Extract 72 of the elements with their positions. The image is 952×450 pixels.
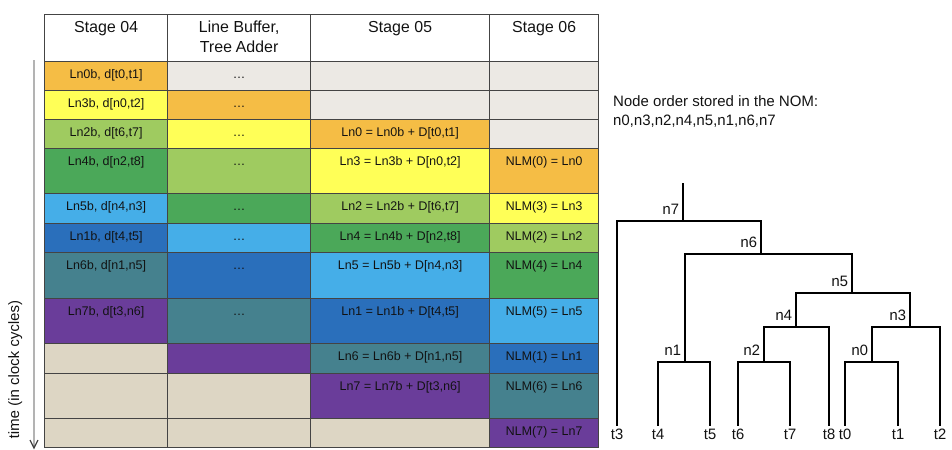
table-cell: … (168, 253, 311, 299)
table-cell: Ln3 = Ln3b + D[n0,t2] (311, 149, 490, 194)
leaf-label: t4 (649, 426, 667, 446)
table-cell: NLM(7) = Ln7 (490, 419, 599, 448)
node-label: n1 (659, 342, 685, 362)
table-cell: … (168, 299, 311, 344)
node-label: n0 (846, 342, 872, 362)
leaf-label: t2 (931, 426, 949, 446)
node-label: n7 (657, 201, 683, 221)
tree-branch (852, 292, 911, 327)
tree-branch (657, 361, 685, 426)
table-cell: … (168, 194, 311, 224)
node-label: n2 (738, 342, 764, 362)
table-cell: Ln4b, d[n2,t8] (45, 149, 168, 194)
tree-branch (871, 326, 910, 362)
column-header: Stage 04 (45, 15, 168, 62)
tree-branch (616, 220, 683, 426)
table-cell: Ln7b, d[t3,n6] (45, 299, 168, 344)
node-label: n6 (735, 234, 761, 254)
table-cell: Ln5 = Ln5b + D[n4,n3] (311, 253, 490, 299)
tree-branch (761, 253, 853, 293)
column-header: Stage 05 (311, 15, 490, 62)
axis-label: time (in clock cycles) (6, 300, 23, 438)
table-cell: … (168, 149, 311, 194)
leaf-label: t6 (729, 426, 747, 446)
table-cell: NLM(4) = Ln4 (490, 253, 599, 299)
leaf-label: t0 (836, 426, 854, 446)
tree-branch (764, 361, 791, 426)
table-cell: Ln6 = Ln6b + D[n1,n5] (311, 344, 490, 374)
tree-branch (763, 326, 796, 362)
tree-branch (684, 253, 761, 362)
table-cell: Ln2b, d[t6,t7] (45, 120, 168, 149)
leaf-label: t1 (889, 426, 907, 446)
table-cell: NLM(0) = Ln0 (490, 149, 599, 194)
tree-branch (682, 183, 684, 221)
table-cell: Ln0 = Ln0b + D[t0,t1] (311, 120, 490, 149)
table-cell: NLM(3) = Ln3 (490, 194, 599, 224)
leaf-label: t8 (820, 426, 838, 446)
column-header: Stage 06 (490, 15, 599, 62)
table-cell: Ln5b, d[n4,n3] (45, 194, 168, 224)
table-cell: NLM(5) = Ln5 (490, 299, 599, 344)
tree-branch (685, 361, 711, 426)
leaf-label: t7 (781, 426, 799, 446)
table-cell: Ln1b, d[t4,t5] (45, 224, 168, 253)
table-cell: Ln6b, d[n1,n5] (45, 253, 168, 299)
table-cell: Ln4 = Ln4b + D[n2,t8] (311, 224, 490, 253)
table-cell: Ln2 = Ln2b + D[t6,t7] (311, 194, 490, 224)
tree-branch (683, 220, 762, 254)
node-label: n5 (826, 273, 852, 293)
leaf-label: t3 (608, 426, 626, 446)
table-cell: … (168, 91, 311, 120)
tree-branch (910, 326, 941, 426)
table-cell: Ln0b, d[t0,t1] (45, 62, 168, 91)
node-label: n4 (770, 307, 796, 327)
node-label: n3 (884, 307, 910, 327)
tree-branch (872, 361, 899, 426)
table-cell: … (168, 224, 311, 253)
table-cell: … (168, 120, 311, 149)
column-header: Line Buffer, Tree Adder (168, 15, 311, 62)
note-text: Node order stored in the NOM: n0,n3,n2,n4,n5,n1,n6,n7 (613, 92, 820, 130)
tree-branch (737, 361, 764, 426)
tree-branch (796, 326, 830, 426)
tree-branch (795, 292, 852, 327)
table-cell: NLM(1) = Ln1 (490, 344, 599, 374)
table-cell: Ln1 = Ln1b + D[t4,t5] (311, 299, 490, 344)
leaf-label: t5 (701, 426, 719, 446)
table-cell: NLM(6) = Ln6 (490, 374, 599, 419)
table-cell: Ln7 = Ln7b + D[t3,n6] (311, 374, 490, 419)
table-cell: … (168, 62, 311, 91)
tree-branch (844, 361, 872, 426)
table-cell: NLM(2) = Ln2 (490, 224, 599, 253)
table-cell: Ln3b, d[n0,t2] (45, 91, 168, 120)
